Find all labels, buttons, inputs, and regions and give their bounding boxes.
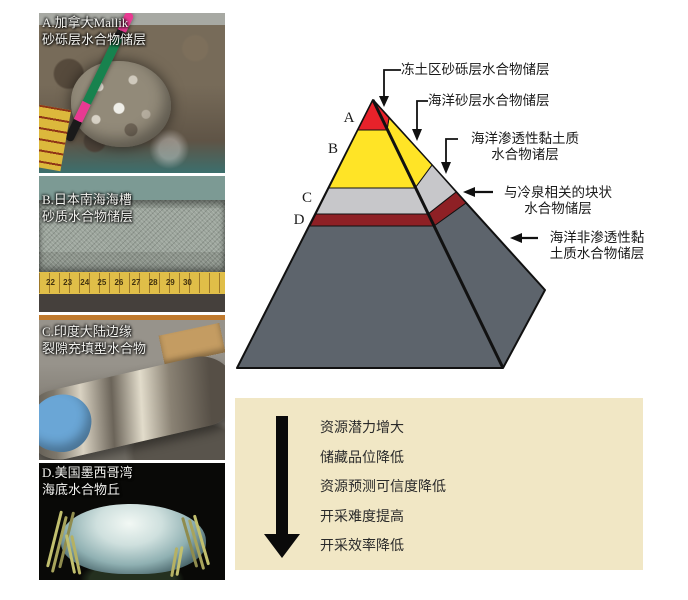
hydrate-mound: [61, 503, 207, 575]
legend-item: 资源潜力增大: [320, 421, 404, 436]
callout-text: 海洋渗透性黏土质: [471, 131, 579, 146]
caption-line: 砂质水合物储层: [42, 208, 134, 224]
pyramid-front-edge: [371, 99, 505, 369]
legend-box: 资源潜力增大 储藏品位降低 资源预测可信度降低 开采难度提高 开采效率降低: [235, 398, 643, 570]
layer-letter-d: D: [294, 212, 305, 228]
layer-letter-b: B: [328, 141, 338, 157]
legend-item: 开采难度提高: [320, 509, 404, 525]
callout-text: 冻土区砂砾层水合物储层: [401, 62, 550, 77]
pyramid-layer-a: [357, 99, 390, 131]
photo-nankai-core: 22 23 24 25 26 27 28 29 30 B.日本南海海槽 砂质水合…: [39, 176, 225, 312]
callout-text: 海洋非渗透性黏: [549, 230, 645, 245]
down-arrow-icon: [379, 96, 389, 107]
down-arrow-icon: [412, 129, 422, 141]
caption-line: C.印度大陆边缘: [42, 324, 132, 339]
legend-item-list: 资源潜力增大 储藏品位降低 资源预测可信度降低 开采难度提高 开采效率降低: [320, 414, 446, 562]
leader-line-marine-sand: [416, 100, 428, 131]
photo-caption-c: C.印度大陆边缘 裂隙充填型水合物: [42, 324, 146, 357]
leader-line-permafrost: [383, 69, 401, 98]
left-arrow-icon: [463, 187, 475, 197]
caption-line: B.日本南海海槽: [42, 192, 132, 207]
big-down-arrow-icon: [264, 416, 300, 558]
layer-letter-a: A: [344, 110, 355, 126]
sand-core-sample: [39, 200, 225, 272]
down-arrow-icon: [441, 162, 451, 174]
photo-gulf-mound: D.美国墨西哥湾 海底水合物丘: [39, 463, 225, 580]
caption-line: 裂隙充填型水合物: [42, 340, 147, 356]
photo-caption-d: D.美国墨西哥湾 海底水合物丘: [42, 465, 133, 498]
photo-mallik-reservoir: A.加拿大Mallik 砂砾层水合物储层: [39, 13, 225, 173]
photo-india-core: C.印度大陆边缘 裂隙充填型水合物: [39, 315, 225, 460]
leader-line-perm-clay: [445, 138, 458, 164]
callout-seep: 与冷泉相关的块状 水合物储层: [495, 185, 621, 217]
photo-caption-a: A.加拿大Mallik 砂砾层水合物储层: [42, 15, 146, 48]
callout-text: 海洋砂层水合物储层: [428, 93, 550, 108]
callout-text: 水合物诸层: [491, 147, 559, 162]
ruler-scale: 22 23 24 25 26 27 28 29 30: [39, 273, 225, 293]
callout-imperm-clay: 海洋非渗透性黏 土质水合物储层: [543, 230, 651, 262]
layer-letter-c: C: [302, 190, 312, 206]
caption-line: D.美国墨西哥湾: [42, 465, 133, 480]
legend-item: 储藏品位降低: [320, 450, 404, 466]
caption-line: 砂砾层水合物储层: [42, 31, 147, 47]
photo-caption-b: B.日本南海海槽 砂质水合物储层: [42, 192, 133, 225]
left-arrow-icon: [510, 233, 522, 243]
caption-line: A.加拿大Mallik: [42, 15, 129, 30]
legend-item: 开采效率降低: [320, 539, 404, 554]
callout-text: 水合物储层: [524, 201, 592, 216]
callout-marine-sand: 海洋砂层水合物储层: [428, 93, 550, 109]
legend-item: 资源预测可信度降低: [320, 480, 446, 495]
callout-permafrost: 冻土区砂砾层水合物储层: [401, 62, 550, 78]
caption-line: 海底水合物丘: [42, 481, 121, 497]
callout-text: 与冷泉相关的块状: [504, 185, 612, 200]
callout-perm-clay: 海洋渗透性黏土质 水合物诸层: [459, 131, 591, 163]
callout-text: 土质水合物储层: [549, 246, 645, 261]
